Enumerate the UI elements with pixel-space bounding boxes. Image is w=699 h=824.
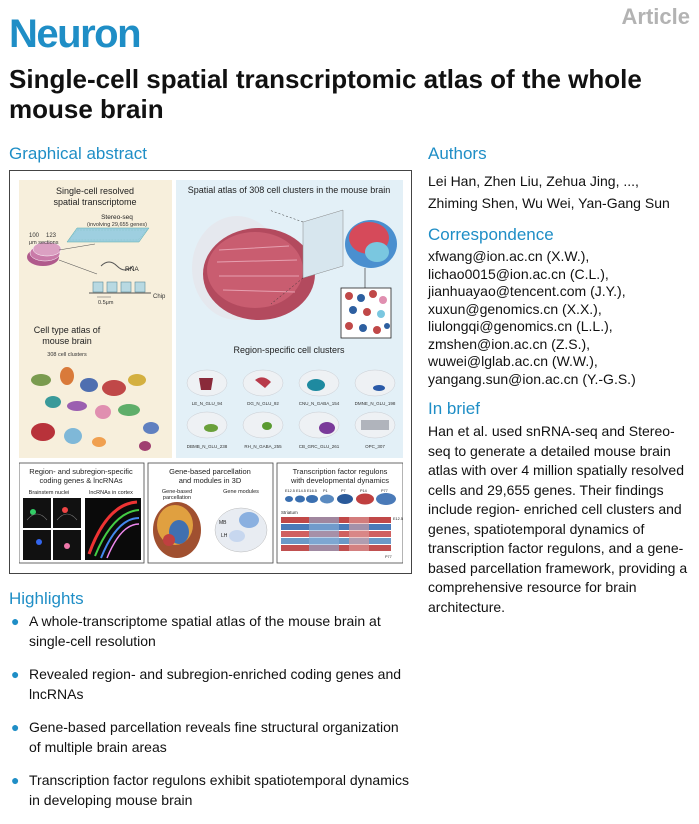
lh-label: LH xyxy=(221,533,228,539)
cluster-label-5: DBMB_N_GLU_238 xyxy=(187,444,228,449)
gene-modules-label: Gene modules xyxy=(223,489,259,495)
highlight-item: ● Transcription factor regulons exhibit … xyxy=(9,771,409,810)
authors-line-2: Zhiming Shen, Wu Wei, Yan-Gang Sun xyxy=(428,195,670,211)
umap-scatter xyxy=(31,367,159,451)
celltype-title-1: Cell type atlas of xyxy=(34,325,101,335)
lncrna-cortex-image xyxy=(85,498,141,560)
cell-zoom-dots xyxy=(345,290,390,334)
graphical-abstract-heading: Graphical abstract xyxy=(9,144,147,163)
authors-heading: Authors xyxy=(428,144,487,163)
timepoint-e165: E16.5 xyxy=(307,489,317,493)
email-jianhuayao[interactable]: jianhuayao@tencent.com (J.Y.), xyxy=(428,283,626,299)
in-brief-text: Han et al. used snRNA-seq and Stereo-seq… xyxy=(428,423,688,615)
email-xuxun[interactable]: xuxun@genomics.cn (X.X.), xyxy=(428,300,602,317)
region-title: Region-specific cell clusters xyxy=(233,345,345,355)
bullet-icon: ● xyxy=(11,613,20,629)
e125-tag: E12.5 xyxy=(393,517,403,521)
bullet-icon: ● xyxy=(11,772,20,788)
graphical-abstract-box: Single-cell resolved spatial transcripto… xyxy=(9,170,412,574)
email-xfwang[interactable]: xfwang@ion.ac.cn (X.W.), xyxy=(428,248,590,264)
panel1-title-1: Single-cell resolved xyxy=(56,186,134,196)
clusters-label: 308 cell clusters xyxy=(47,352,87,358)
authors-line-1: Lei Han, Zhen Liu, Zehua Jing, ..., xyxy=(428,173,639,189)
stereo-seq-sub: (involving 29,655 genes) xyxy=(87,222,147,228)
cluster-label-3: CNU_N_GABA_154 xyxy=(299,401,340,406)
sections-num-2: 123 xyxy=(46,233,57,239)
bottom1-title-1: Region- and subregion-specific xyxy=(29,467,133,476)
region-brains-row2 xyxy=(186,411,396,439)
highlight-text: Transcription factor regulons exhibit sp… xyxy=(29,772,409,808)
cluster-label-4: DMNE_N_GLU_198 xyxy=(355,401,396,406)
regulon-heatmap xyxy=(281,517,391,551)
highlights-heading: Highlights xyxy=(9,589,84,608)
timepoint-e125: E12.5 xyxy=(285,489,295,493)
highlight-text: Revealed region- and subregion-enriched … xyxy=(29,666,402,702)
lncrna-label: lncRNAs in cortex xyxy=(89,490,133,496)
highlight-text: A whole-transcriptome spatial atlas of t… xyxy=(29,613,381,649)
gene-modules-3d xyxy=(214,507,268,553)
developmental-brains xyxy=(285,493,396,505)
graphical-abstract-svg: Single-cell resolved spatial transcripto… xyxy=(18,180,404,564)
cluster-label-7: CB_GRC_GLU_261 xyxy=(299,444,340,449)
rna-label: RNA xyxy=(125,266,139,273)
email-liulongqi[interactable]: liulongqi@genomics.cn (L.L.), xyxy=(428,318,613,334)
bottom3-title-1: Transcription factor regulons xyxy=(293,467,388,476)
chip-label: Chip xyxy=(153,294,166,300)
email-yangang-sun[interactable]: yangang.sun@ion.ac.cn (Y.-G.S.) xyxy=(428,370,636,387)
timepoint-p7: P7 xyxy=(341,489,346,493)
correspondence-list: xfwang@ion.ac.cn (X.W.), lichao0015@ion.… xyxy=(428,248,690,388)
timepoint-p1: P1 xyxy=(323,489,328,493)
cluster-label-2: DG_N_GLU_92 xyxy=(247,401,279,406)
bullet-icon: ● xyxy=(11,719,20,735)
authors-list: Lei Han, Zhen Liu, Zehua Jing, ..., Zhim… xyxy=(428,170,690,214)
brainstem-label: Brainstem nuclei xyxy=(29,490,70,496)
bullet-icon: ● xyxy=(11,666,20,682)
timepoint-e145: E14.5 xyxy=(296,489,306,493)
cluster-label-6: RH_N_GABA_255 xyxy=(244,444,282,449)
highlights-list: ● A whole-transcriptome spatial atlas of… xyxy=(9,612,409,824)
striatum-label: Striatum xyxy=(281,510,298,515)
highlight-item: ● A whole-transcriptome spatial atlas of… xyxy=(9,612,409,651)
brainstem-images xyxy=(23,498,81,560)
celltype-title-2: mouse brain xyxy=(42,336,92,346)
region-brains-row1 xyxy=(186,369,396,397)
bottom2-title-2: and modules in 3D xyxy=(179,476,242,485)
atlas-title: Spatial atlas of 308 cell clusters in th… xyxy=(188,185,391,195)
timepoint-labels: E12.5 E14.5 E16.5 P1 P7 P14 P77 xyxy=(285,489,388,493)
timepoint-p77: P77 xyxy=(381,489,388,493)
bottom3-title-2: with developmental dynamics xyxy=(290,476,389,485)
parcellation-image xyxy=(153,502,201,558)
article-type-label: Article xyxy=(621,4,690,29)
brain-section-colored xyxy=(345,220,397,268)
gene-based-label-1: Gene-based xyxy=(162,489,192,495)
in-brief-heading: In brief xyxy=(428,399,480,418)
p77-tag: P77 xyxy=(385,555,392,559)
page-title: Single-cell spatial transcriptomic atlas… xyxy=(9,64,642,124)
sections-label: μm sections xyxy=(29,240,59,246)
panel1-title-2: spatial transcriptome xyxy=(53,197,136,207)
gene-based-label-2: parcellation xyxy=(163,495,191,501)
highlight-item: ● Gene-based parcellation reveals fine s… xyxy=(9,718,409,757)
graphical-abstract-figure: Single-cell resolved spatial transcripto… xyxy=(18,180,404,564)
bottom2-title-1: Gene-based parcellation xyxy=(169,467,251,476)
journal-logo: Neuron xyxy=(9,12,142,56)
email-zmshen[interactable]: zmshen@ion.ac.cn (Z.S.), xyxy=(428,335,591,352)
email-lichao[interactable]: lichao0015@ion.ac.cn (C.L.), xyxy=(428,265,609,282)
brain-3d-illustration xyxy=(192,209,344,320)
mb-label: MB xyxy=(219,520,227,526)
sections-num-1: 100 xyxy=(29,233,40,239)
cluster-label-8: OPC_307 xyxy=(365,444,385,449)
correspondence-heading: Correspondence xyxy=(428,225,554,244)
stereo-seq-chip-illustration xyxy=(27,227,151,298)
email-wuwei[interactable]: wuwei@lglab.ac.cn (W.W.), xyxy=(428,353,598,369)
scale-label: 0.5μm xyxy=(98,300,114,306)
highlight-item: ● Revealed region- and subregion-enriche… xyxy=(9,665,409,704)
timepoint-p14: P14 xyxy=(360,489,367,493)
stereo-seq-label: Stereo-seq xyxy=(101,214,133,221)
bottom1-title-2: coding genes & lncRNAs xyxy=(40,476,123,485)
cluster-label-1: LE_N_GLU_94 xyxy=(192,401,223,406)
highlight-text: Gene-based parcellation reveals fine str… xyxy=(29,719,399,755)
